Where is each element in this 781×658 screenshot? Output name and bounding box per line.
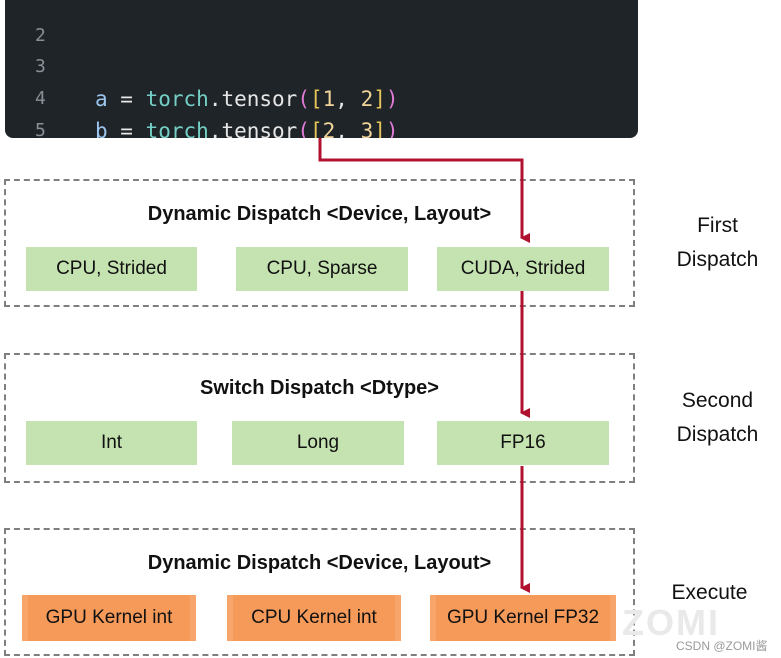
code-editor: 2 3 a = torch.tensor([1, 2]) 4 b = torch…	[5, 0, 638, 138]
line-number: 2	[35, 25, 46, 46]
line-number: 4	[35, 88, 46, 109]
kernel-box-gpu-fp32: GPU Kernel FP32	[430, 595, 616, 641]
code-text: b = torch.tensor([2, 3])	[95, 119, 399, 138]
dispatch-box-cpu-strided: CPU, Strided	[26, 247, 197, 291]
side-label-second-dispatch: Second Dispatch	[676, 389, 759, 446]
first-dispatch-group: Dynamic Dispatch <Device, Layout> CPU, S…	[4, 179, 635, 307]
group-title: Dynamic Dispatch <Device, Layout>	[147, 203, 492, 225]
group-title: Dynamic Dispatch <Device, Layout>	[147, 552, 492, 574]
watermark-credit: CSDN @ZOMI酱	[676, 639, 768, 653]
code-text: a = torch.tensor([1, 2])	[95, 87, 399, 111]
kernel-box-cpu-int: CPU Kernel int	[227, 595, 401, 641]
dtype-box-int: Int	[26, 421, 197, 465]
code-line-2: 2	[5, 0, 56, 46]
dtype-box-fp16: FP16	[437, 421, 609, 465]
dispatch-box-cpu-sparse: CPU, Sparse	[236, 247, 408, 291]
code-line-4: 4 b = torch.tensor([2, 3])	[5, 51, 399, 138]
side-label-execute: Execute	[671, 581, 748, 604]
kernel-box-gpu-int: GPU Kernel int	[22, 595, 196, 641]
dtype-box-long: Long	[232, 421, 404, 465]
code-line-3: 3 a = torch.tensor([1, 2])	[5, 19, 399, 111]
second-dispatch-group: Switch Dispatch <Dtype> Int Long FP16	[4, 353, 635, 483]
group-title: Switch Dispatch <Dtype>	[200, 377, 439, 399]
arrow-code-to-cuda	[318, 138, 530, 243]
watermark-logo: ZOMI	[622, 602, 720, 643]
execute-group: Dynamic Dispatch <Device, Layout> GPU Ke…	[4, 528, 635, 656]
line-number: 3	[35, 56, 46, 77]
code-line-5: 5 torch.add(a, b, alpha = 1)	[5, 83, 56, 138]
line-number: 5	[35, 120, 46, 138]
dispatch-box-cuda-strided: CUDA, Strided	[437, 247, 609, 291]
side-label-first-dispatch: First Dispatch	[676, 214, 759, 271]
